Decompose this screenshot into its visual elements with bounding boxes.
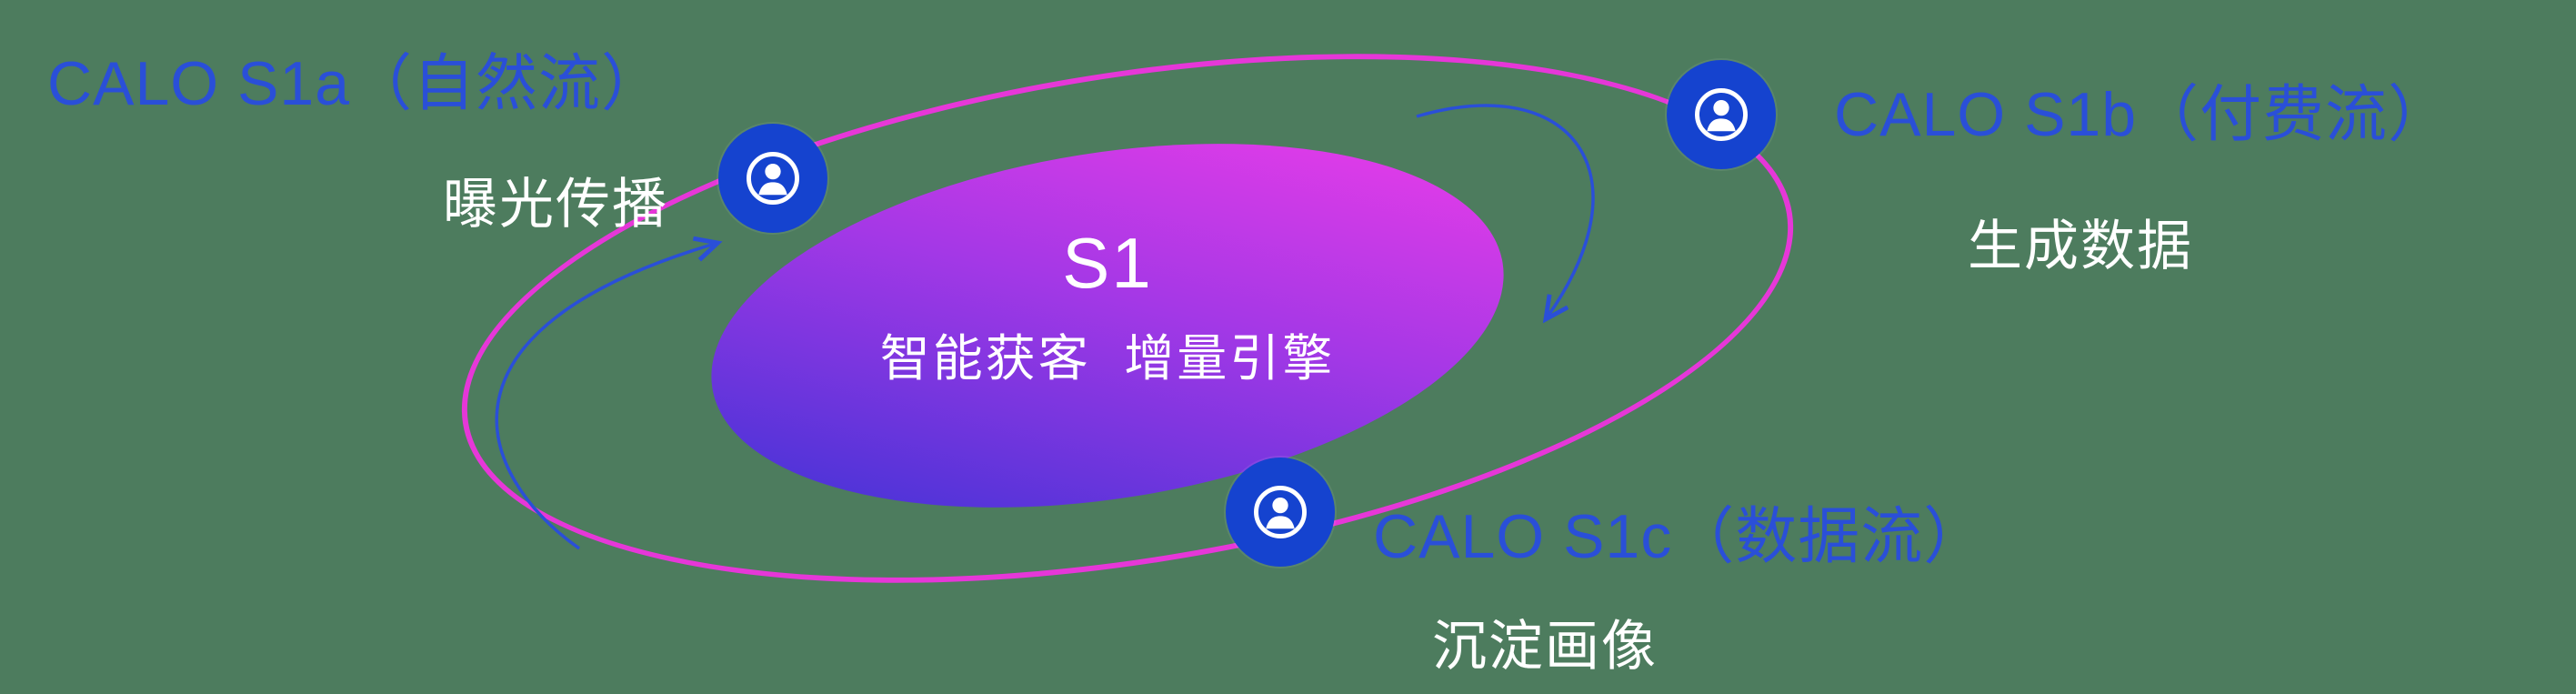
sublabel-s1a: 曝光传播 xyxy=(443,174,668,235)
label-s1c: CALO S1c（数据流） xyxy=(1373,502,1987,571)
core-text-group: S1 智能获客 增量引擎 xyxy=(853,222,1362,390)
label-s1b: CALO S1b（付费流） xyxy=(1834,80,2451,149)
user-circle-icon xyxy=(1247,478,1314,546)
core-title: S1 xyxy=(1062,223,1153,303)
node-s1b xyxy=(1667,60,1776,169)
node-s1a xyxy=(718,124,827,233)
label-s1a: CALO S1a（自然流） xyxy=(47,49,665,118)
core-subtitle: 智能获客 增量引擎 xyxy=(879,330,1336,387)
user-circle-icon xyxy=(739,145,807,212)
user-circle-icon xyxy=(1688,81,1755,148)
sublabel-s1b: 生成数据 xyxy=(1968,216,2193,277)
sublabel-s1c: 沉淀画像 xyxy=(1432,616,1658,677)
node-s1c xyxy=(1226,458,1335,567)
